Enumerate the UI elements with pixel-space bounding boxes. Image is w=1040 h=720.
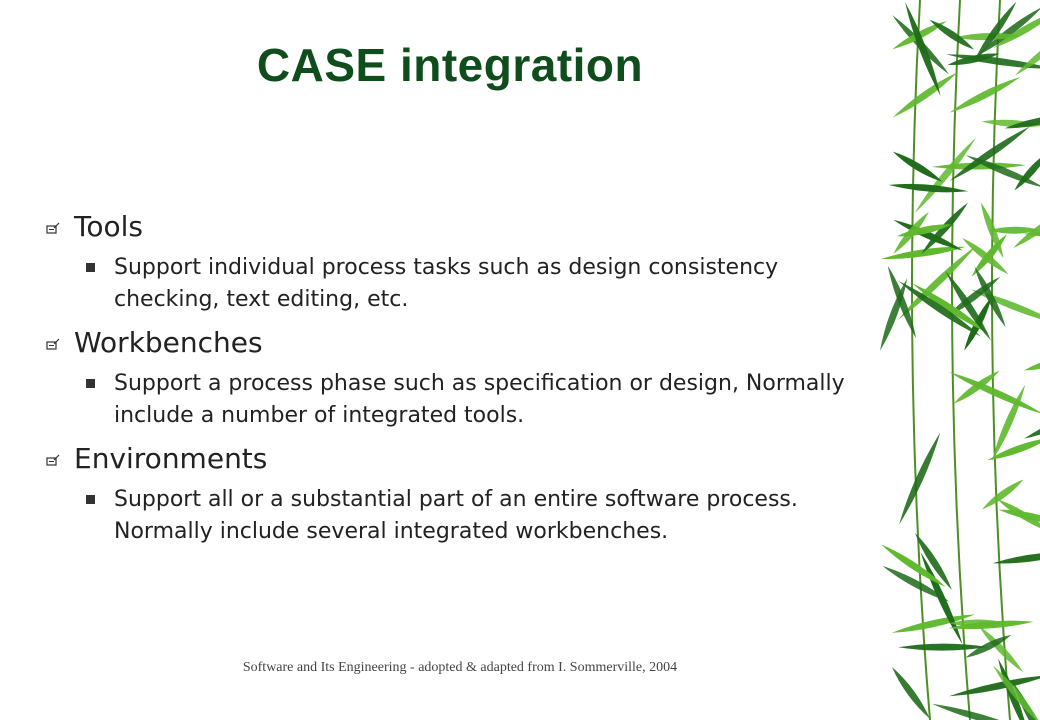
bamboo-leaf xyxy=(978,6,1040,56)
bamboo-leaf xyxy=(929,19,975,50)
bamboo-leaf xyxy=(1004,114,1040,129)
square-bullet-icon xyxy=(86,495,95,504)
bamboo-leaf xyxy=(1015,29,1040,76)
bamboo-leaf xyxy=(1024,411,1040,439)
bamboo-leaf xyxy=(880,278,908,351)
bamboo-leaf xyxy=(949,371,1040,415)
bamboo-leaf xyxy=(893,219,963,251)
bamboo-leaf xyxy=(898,643,988,651)
bamboo-leaf xyxy=(881,544,946,587)
bamboo-leaf xyxy=(965,634,1012,658)
bamboo-leaf xyxy=(898,245,976,320)
square-bullet-icon xyxy=(86,379,95,388)
bamboo-leaf xyxy=(982,479,1024,510)
bullet-heading: Tools xyxy=(74,210,143,243)
bamboo-leaf xyxy=(905,2,941,97)
bamboo-leaf xyxy=(992,552,1040,564)
bamboo-leaf xyxy=(993,665,1040,720)
bamboo-leaf xyxy=(892,72,958,118)
arrow-box-bullet-icon xyxy=(46,454,60,466)
bamboo-leaf xyxy=(1014,151,1040,191)
bamboo-leaf xyxy=(949,77,1020,113)
bamboo-leaf xyxy=(932,703,1028,720)
bamboo-leaf xyxy=(987,437,1040,461)
sub-bullet-text: Support all or a substantial part of an … xyxy=(114,487,798,544)
bamboo-leaf xyxy=(896,224,952,237)
bamboo-leaf xyxy=(965,155,1040,188)
sub-bullet-environments: Support all or a substantial part of an … xyxy=(42,484,862,548)
arrow-box-bullet-icon xyxy=(46,338,60,350)
bamboo-leaf xyxy=(993,10,1040,48)
sub-bullet-workbenches: Support a process phase such as specific… xyxy=(42,368,862,432)
bamboo-leaf xyxy=(891,614,976,633)
bamboo-leaf xyxy=(979,626,1024,673)
bamboo-leaf xyxy=(1023,356,1040,371)
bamboo-leaf xyxy=(946,54,1040,69)
bullet-heading: Workbenches xyxy=(74,326,263,359)
bamboo-leaf xyxy=(948,675,1040,697)
bamboo-leaf-group xyxy=(880,0,1040,720)
square-bullet-icon xyxy=(86,263,95,272)
bamboo-leaf xyxy=(914,532,953,591)
bamboo-leaf xyxy=(954,33,1021,41)
arrow-box-bullet-icon xyxy=(46,222,60,234)
slide-content: Tools Support individual process tasks s… xyxy=(42,210,862,556)
bullet-tools: Tools xyxy=(42,210,862,244)
bamboo-stem xyxy=(991,0,1011,720)
slide-footer: Software and Its Engineering - adopted &… xyxy=(242,660,678,675)
bamboo-leaf xyxy=(914,137,976,214)
bamboo-leaf xyxy=(974,266,1006,328)
bamboo-leaf xyxy=(881,246,966,260)
bamboo-leaf xyxy=(888,183,969,193)
bullet-workbenches: Workbenches xyxy=(42,326,862,360)
bamboo-leaf xyxy=(949,619,1006,627)
bullet-environments: Environments xyxy=(42,442,862,476)
sub-bullet-tools: Support individual process tasks such as… xyxy=(42,252,862,316)
bamboo-leaf xyxy=(988,226,1040,234)
bamboo-leaf xyxy=(945,271,992,341)
bamboo-leaves-decoration xyxy=(880,0,1040,720)
sub-bullet-text: Support individual process tasks such as… xyxy=(114,255,779,312)
bamboo-leaf xyxy=(971,234,1007,277)
bamboo-leaf xyxy=(949,126,1030,181)
bamboo-stem xyxy=(911,0,931,720)
sub-bullet-text: Support a process phase such as specific… xyxy=(114,371,845,428)
bamboo-leaf xyxy=(912,283,989,334)
slide-title: CASE integration xyxy=(256,39,644,91)
bamboo-leaf xyxy=(898,281,982,337)
bamboo-leaf xyxy=(1013,209,1040,248)
bamboo-leaf xyxy=(973,1,1017,63)
bamboo-leaf xyxy=(882,566,950,602)
bullet-heading: Environments xyxy=(74,442,268,475)
bamboo-leaf xyxy=(997,499,1040,532)
bamboo-leaf xyxy=(887,265,917,339)
bamboo-leaf xyxy=(899,432,941,525)
bamboo-leaf xyxy=(892,151,943,182)
bamboo-leaf xyxy=(891,666,930,719)
